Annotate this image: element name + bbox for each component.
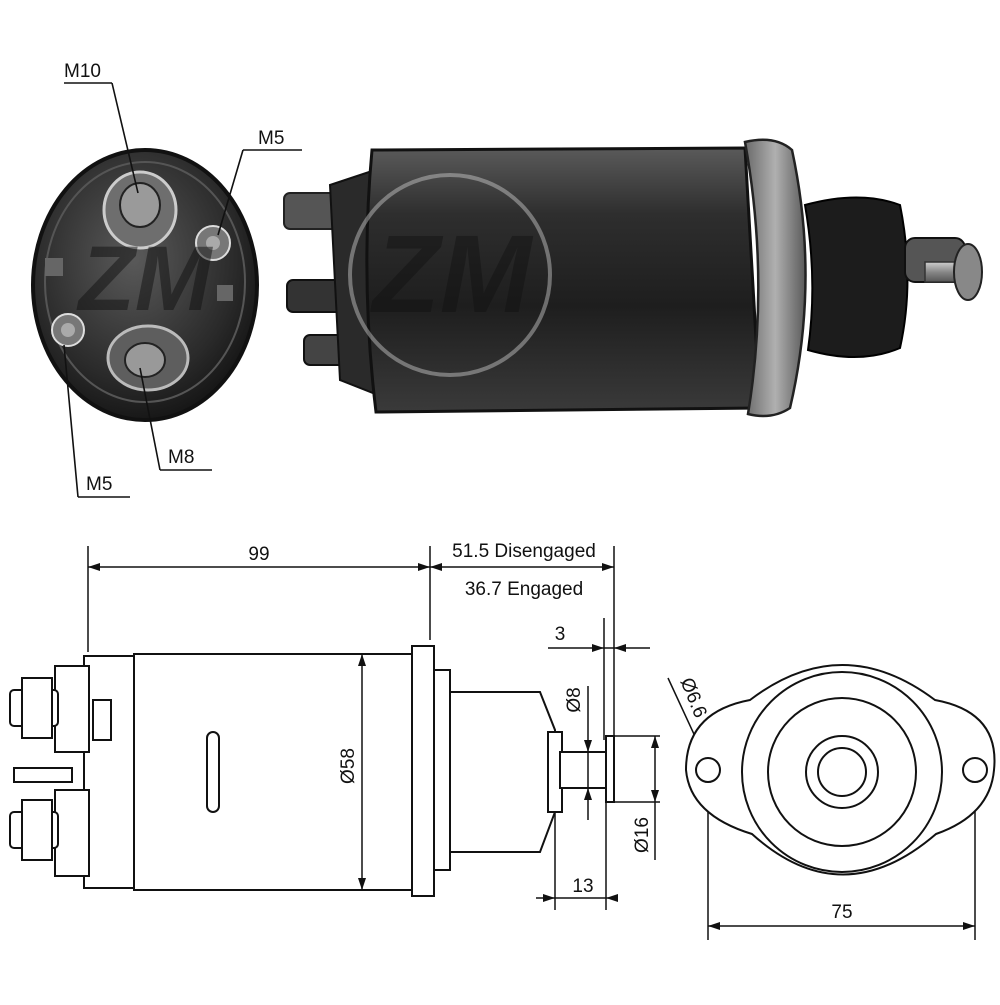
dim-rod-diameter: Ø8 [564, 687, 585, 712]
end-view-photo: ZM [31, 148, 259, 422]
watermark-logo-end: ZM [76, 228, 214, 330]
label-m8: M8 [168, 447, 194, 468]
mount-hole-left [695, 757, 721, 783]
dim-body-length: 99 [248, 544, 269, 565]
label-m5-bottom: M5 [86, 474, 112, 495]
photo-callouts [63, 82, 302, 498]
dim-tip-length: 3 [555, 624, 566, 645]
label-m10: M10 [64, 61, 101, 82]
dim-body-diameter: Ø58 [338, 748, 359, 784]
rubber-boot [803, 196, 909, 358]
m10-terminal [102, 170, 178, 250]
front-drawing [684, 664, 996, 876]
watermark-text: ZM [76, 228, 214, 330]
dim-disengaged: 51.5 Disengaged [452, 541, 596, 562]
label-m5-top: M5 [258, 128, 284, 149]
side-view-photo: ZM [283, 138, 983, 418]
m8-terminal [106, 324, 190, 392]
dim-flange-width: 75 [831, 902, 852, 923]
m5-bottom-terminal [51, 313, 85, 347]
watermark-text-side: ZM [370, 213, 534, 336]
plunger-tip [953, 243, 983, 301]
dim-hole-diameter: Ø6.6 [676, 675, 711, 721]
dim-plunger-offset: 13 [572, 876, 593, 897]
dim-engaged: 36.7 Engaged [465, 579, 583, 600]
m5-top-terminal [195, 225, 231, 261]
side-drawing [9, 645, 615, 897]
solenoid-body [365, 146, 762, 414]
dim-tip-diameter: Ø16 [632, 817, 653, 853]
flange-ring [743, 138, 807, 418]
mount-hole-right [962, 757, 988, 783]
dimension-arrows [88, 563, 975, 930]
watermark-logo-side: ZM [348, 173, 552, 377]
drawing-body [133, 653, 415, 891]
